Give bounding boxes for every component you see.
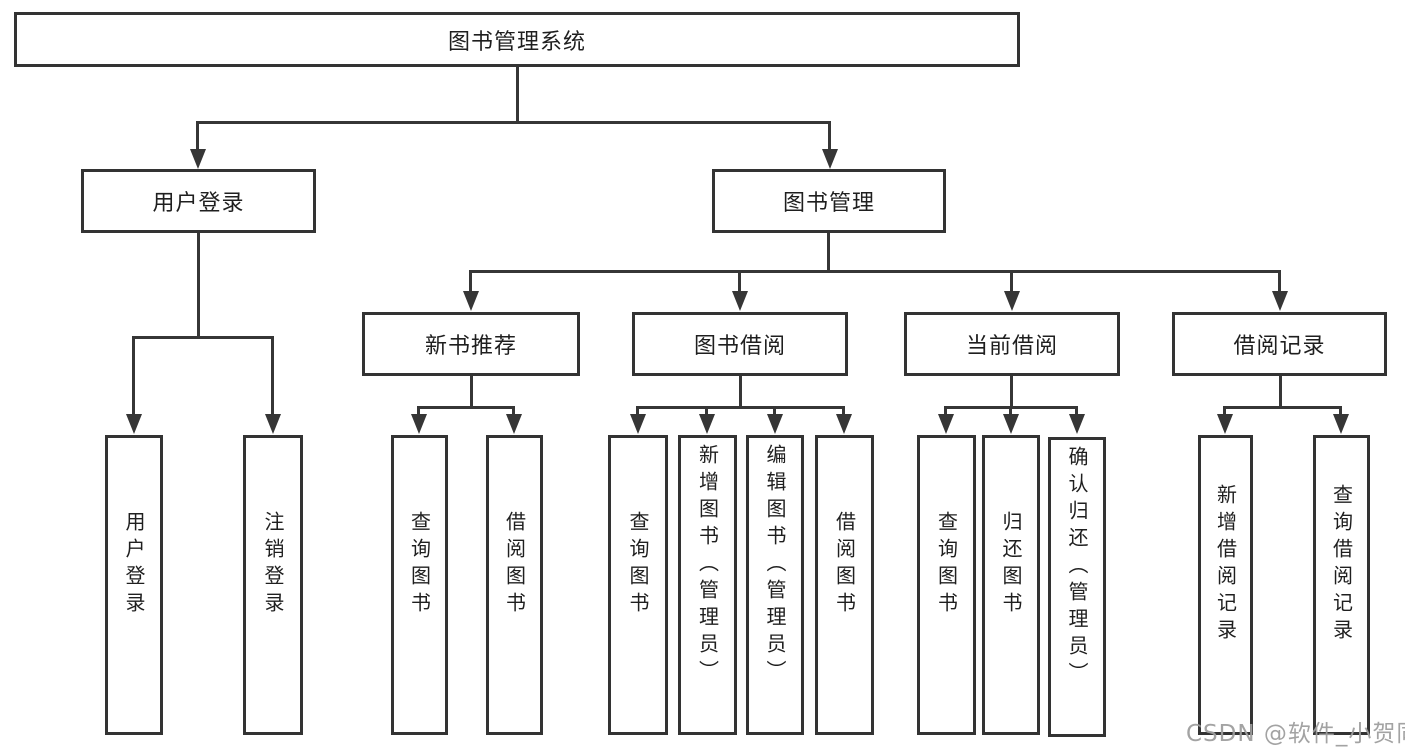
- node-new-book-recommend: 新书推荐: [362, 312, 580, 376]
- connector-drop: [842, 406, 845, 416]
- arrow-down-icon: [190, 149, 206, 169]
- leaf-label: 查询图书: [626, 511, 650, 619]
- node-borrow-records: 借阅记录: [1172, 312, 1387, 376]
- arrow-down-icon: [1333, 414, 1349, 434]
- leaf-label: 新增图书（管理员）: [695, 443, 720, 687]
- connector-drop: [773, 406, 776, 416]
- connector-stem: [1010, 376, 1013, 406]
- arrow-down-icon: [1217, 414, 1233, 434]
- arrow-down-icon: [938, 414, 954, 434]
- connector-drop: [469, 270, 472, 293]
- connector-stem: [1279, 376, 1282, 406]
- arrow-down-icon: [836, 414, 852, 434]
- arrow-down-icon: [1069, 414, 1085, 434]
- connector-drop: [738, 270, 741, 293]
- node-book-borrow: 图书借阅: [632, 312, 848, 376]
- leaf-label: 确认归还（管理员）: [1065, 445, 1089, 689]
- connector-drop: [1223, 406, 1226, 416]
- arrow-down-icon: [265, 414, 281, 434]
- leaf-current-return-books: 归还图书: [982, 435, 1040, 735]
- leaf-logout: 注销登录: [243, 435, 303, 735]
- node-book-management: 图书管理: [712, 169, 946, 233]
- leaf-records-add-record: 新增借阅记录: [1198, 435, 1253, 735]
- connector-user-login-stem: [197, 233, 200, 336]
- arrow-down-icon: [767, 414, 783, 434]
- node-label: 图书管理系统: [447, 29, 586, 55]
- connector-drop: [1009, 406, 1012, 416]
- connector-drop: [636, 406, 639, 416]
- connector-drop: [705, 406, 708, 416]
- leaf-borrow-edit-books-admin: 编辑图书（管理员）: [746, 435, 804, 735]
- node-label: 借阅记录: [1233, 334, 1326, 359]
- connector-stem: [470, 376, 473, 406]
- arrow-down-icon: [506, 414, 522, 434]
- connector-drop: [1010, 270, 1013, 293]
- connector-book-management-stem: [827, 233, 830, 270]
- leaf-label: 用户登录: [122, 511, 146, 619]
- arrow-down-icon: [126, 414, 142, 434]
- node-label: 图书借阅: [693, 334, 786, 359]
- arrow-down-icon: [463, 291, 479, 311]
- leaf-label: 归还图书: [999, 511, 1023, 619]
- connector-drop: [417, 406, 420, 416]
- arrow-down-icon: [732, 291, 748, 311]
- connector-drop: [271, 336, 274, 415]
- connector-bar: [636, 406, 845, 409]
- leaf-label: 注销登录: [261, 511, 285, 619]
- leaf-label: 查询图书: [407, 511, 432, 619]
- arrow-down-icon: [1003, 414, 1019, 434]
- connector-drop: [1278, 270, 1281, 293]
- connector-drop: [132, 336, 135, 415]
- node-user-login: 用户登录: [81, 169, 316, 233]
- leaf-user-login: 用户登录: [105, 435, 163, 735]
- node-label: 当前借阅: [965, 334, 1058, 359]
- connector-root-stem: [516, 67, 519, 121]
- leaf-current-confirm-return-admin: 确认归还（管理员）: [1048, 437, 1106, 737]
- node-label: 图书管理: [782, 191, 875, 216]
- node-label: 用户登录: [152, 191, 245, 216]
- leaf-label: 新增借阅记录: [1213, 484, 1238, 646]
- connector-drop: [196, 121, 199, 152]
- connector-level1-bar: [196, 121, 831, 124]
- csdn-watermark: CSDN @软件_小贺同学: [1186, 721, 1405, 747]
- leaf-current-query-books: 查询图书: [917, 435, 976, 735]
- leaf-label: 借阅图书: [502, 511, 527, 619]
- leaf-label: 查询借阅记录: [1329, 484, 1354, 646]
- connector-bar: [1223, 406, 1342, 409]
- leaf-label: 查询图书: [934, 511, 959, 619]
- connector-user-login-bar: [132, 336, 274, 339]
- connector-drop: [1339, 406, 1342, 416]
- connector-drop: [944, 406, 947, 416]
- arrow-down-icon: [630, 414, 646, 434]
- connector-drop: [828, 121, 831, 152]
- arrow-down-icon: [1004, 291, 1020, 311]
- leaf-label: 编辑图书（管理员）: [763, 443, 787, 687]
- leaf-borrow-borrow-books: 借阅图书: [815, 435, 874, 735]
- leaf-recommend-query-books: 查询图书: [391, 435, 448, 735]
- connector-drop: [1075, 406, 1078, 416]
- connector-drop: [512, 406, 515, 416]
- leaf-borrow-add-books-admin: 新增图书（管理员）: [678, 435, 737, 735]
- leaf-label: 借阅图书: [832, 511, 857, 619]
- node-current-borrow: 当前借阅: [904, 312, 1120, 376]
- node-library-management-system: 图书管理系统: [14, 12, 1020, 67]
- connector-level2-bar: [469, 270, 1281, 273]
- leaf-recommend-borrow-books: 借阅图书: [486, 435, 543, 735]
- connector-stem: [739, 376, 742, 406]
- leaf-records-query-record: 查询借阅记录: [1313, 435, 1370, 735]
- connector-bar: [417, 406, 515, 409]
- arrow-down-icon: [699, 414, 715, 434]
- node-label: 新书推荐: [424, 334, 517, 359]
- arrow-down-icon: [1272, 291, 1288, 311]
- leaf-borrow-query-books: 查询图书: [608, 435, 668, 735]
- arrow-down-icon: [411, 414, 427, 434]
- arrow-down-icon: [822, 149, 838, 169]
